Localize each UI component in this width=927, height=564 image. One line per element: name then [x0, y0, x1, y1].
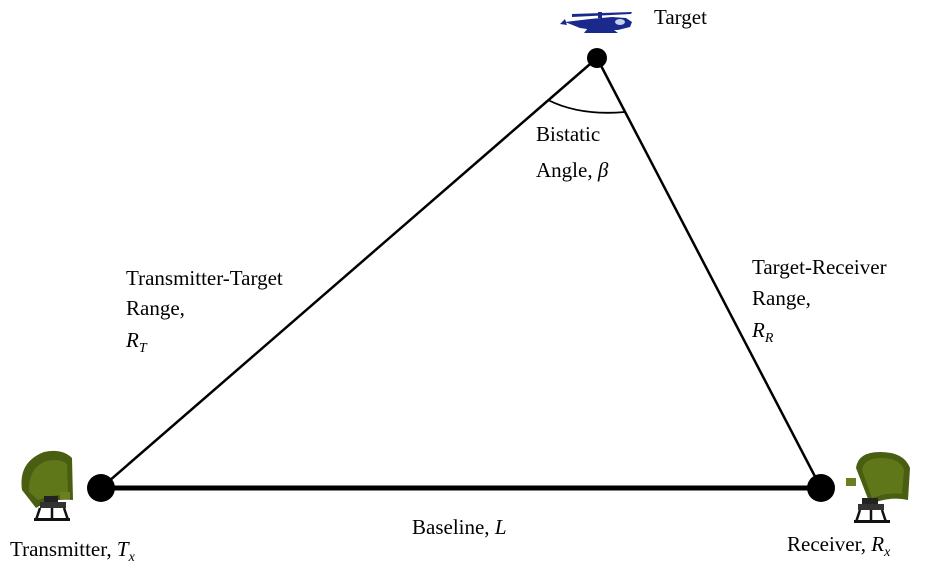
tx-target-range-line — [100, 57, 598, 489]
tx-target-range-label-line1: Transmitter-Target — [126, 266, 283, 290]
radar-antenna-icon — [846, 452, 910, 523]
bistatic-angle-label-line2: Angle, β — [536, 158, 609, 182]
bistatic-angle-arc — [547, 99, 626, 114]
receiver-node — [807, 474, 835, 502]
target-node — [587, 48, 607, 68]
tx-target-range-label-line2: Range, — [126, 296, 185, 320]
tx-target-range-symbol: RT — [125, 328, 148, 356]
target-rx-range-label-line2: Range, — [752, 286, 811, 310]
baseline-label: Baseline, L — [412, 515, 507, 539]
receiver-label: Receiver, Rx — [787, 532, 891, 560]
target-rx-range-line — [595, 57, 823, 489]
target-rx-range-label-line1: Target-Receiver — [752, 255, 887, 279]
helicopter-icon — [560, 12, 632, 33]
radar-antenna-icon — [21, 450, 73, 521]
bistatic-angle-label-line1: Bistatic — [536, 122, 600, 146]
transmitter-node — [87, 474, 115, 502]
target-label: Target — [654, 5, 707, 29]
transmitter-label: Transmitter, Tx — [10, 537, 136, 564]
target-rx-range-symbol: RR — [751, 318, 774, 346]
